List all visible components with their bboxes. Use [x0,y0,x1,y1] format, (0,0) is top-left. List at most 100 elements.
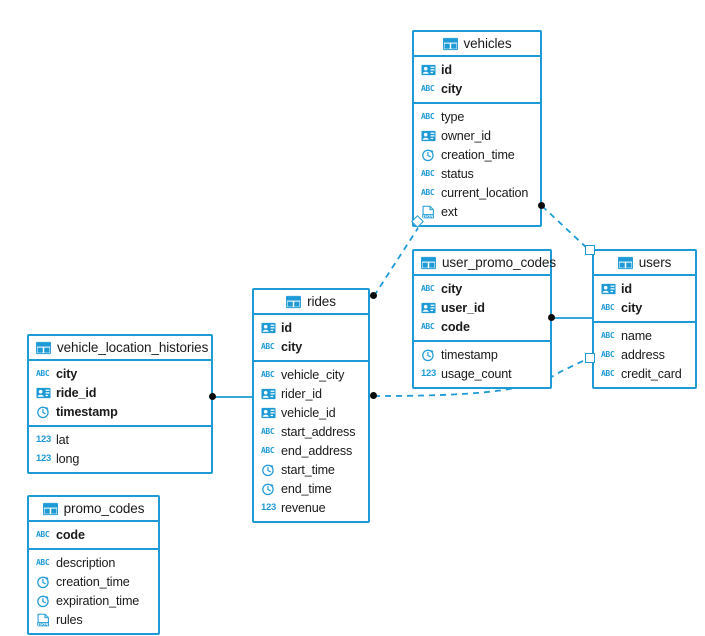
123-number-icon: 123 [261,501,276,513]
table-grid-icon [442,37,458,50]
field-row-users-address[interactable]: ABC address [594,345,695,364]
field-label: expiration_time [56,593,140,608]
field-row-vehicle_location_histories-timestamp[interactable]: timestamp [29,402,211,421]
abc-string-icon: ABC [261,445,275,455]
id-badge-icon [36,387,51,398]
table-header-user_promo_codes[interactable]: user_promo_codes [414,251,556,276]
relationship-source-marker-rides-to-vehicles [370,292,377,299]
field-row-vehicles-creation_time[interactable]: creation_time [414,145,540,164]
field-label: ext [441,204,458,219]
relationship-vehicles-to-users[interactable] [541,205,590,251]
table-title: vehicle_location_histories [57,340,209,355]
id-badge-icon [261,388,276,399]
field-label: city [281,339,303,354]
abc-string-icon: ABC [601,349,615,359]
field-row-vehicle_location_histories-city[interactable]: ABC city [29,364,211,383]
id-badge-icon [421,302,436,313]
field-label: city [441,281,463,296]
abc-string-icon: ABC [36,368,50,378]
field-row-promo_codes-expiration_time[interactable]: expiration_time [29,591,158,610]
field-row-rides-end_time[interactable]: end_time [254,479,368,498]
field-label: usage_count [441,366,512,381]
field-label: id [281,320,292,335]
abc-string-icon: ABC [421,187,435,197]
field-row-rides-city[interactable]: ABC city [254,337,368,356]
abc-string-icon: ABC [261,341,275,351]
abc-string-icon: ABC [601,302,615,312]
field-row-vehicle_location_histories-ride_id[interactable]: ride_id [29,383,211,402]
field-label: rules [56,612,83,627]
field-label: id [441,62,452,77]
relationship-source-marker-upc-to-users [548,314,555,321]
abc-string-icon: ABC [261,369,275,379]
field-row-vehicles-status[interactable]: ABC status [414,164,540,183]
field-row-rides-id[interactable]: id [254,318,368,337]
table-header-vehicles[interactable]: vehicles [414,32,540,57]
clock-icon [37,595,49,607]
svg-text:JSON: JSON [37,621,49,626]
clock-icon [262,464,274,476]
field-row-vehicles-owner_id[interactable]: owner_id [414,126,540,145]
field-row-rides-revenue[interactable]: 123 revenue [254,498,368,517]
table-header-promo_codes[interactable]: promo_codes [29,497,158,522]
field-row-promo_codes-creation_time[interactable]: creation_time [29,572,158,591]
field-label: type [441,109,465,124]
field-label: timestamp [56,404,118,419]
field-label: creation_time [56,574,130,589]
field-label: lat [56,432,69,447]
table-header-vehicle_location_histories[interactable]: vehicle_location_histories [29,336,211,361]
field-row-vehicles-type[interactable]: ABC type [414,107,540,126]
table-title: rides [307,294,336,309]
table-grid-icon [42,502,58,515]
field-row-rides-rider_id[interactable]: rider_id [254,384,368,403]
field-row-user_promo_codes-timestamp[interactable]: timestamp [414,345,550,364]
field-row-rides-vehicle_id[interactable]: vehicle_id [254,403,368,422]
field-row-user_promo_codes-user_id[interactable]: user_id [414,298,550,317]
abc-string-icon: ABC [421,168,435,178]
field-row-users-id[interactable]: id [594,279,695,298]
relationship-target-marker-vehicles-to-users [585,245,595,255]
table-grid-icon [36,341,51,354]
field-row-promo_codes-rules[interactable]: JSON rules [29,610,158,629]
field-label: status [441,166,474,181]
field-label: city [56,366,78,381]
field-label: revenue [281,500,326,515]
field-label: user_id [441,300,485,315]
table-header-users[interactable]: users [594,251,695,276]
field-label: address [621,347,665,362]
table-header-rides[interactable]: rides [254,290,368,315]
field-row-vehicles-id[interactable]: id [414,60,540,79]
table-grid-icon [617,256,633,269]
field-row-rides-start_time[interactable]: start_time [254,460,368,479]
abc-string-icon: ABC [36,557,50,567]
abc-string-icon: ABC [421,111,435,121]
